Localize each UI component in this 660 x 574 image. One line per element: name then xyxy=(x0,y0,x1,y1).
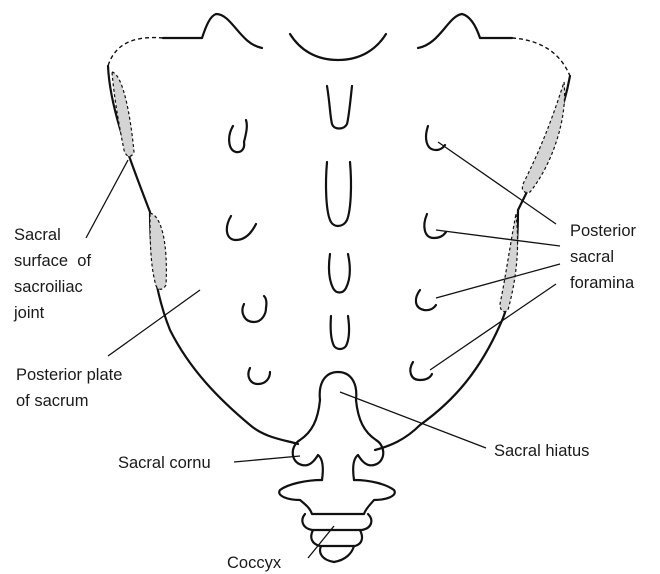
right-foramen-4 xyxy=(410,362,432,380)
coccyx-first-segment xyxy=(279,480,395,514)
label-foramina-line2: sacral xyxy=(570,248,614,266)
label-posterior-plate-line2: of sacrum xyxy=(16,392,88,410)
median-crest-4 xyxy=(331,316,349,349)
right-superior-process xyxy=(418,14,512,48)
left-superior-process xyxy=(163,14,262,48)
left-sacral-foramina xyxy=(227,120,270,384)
right-foramen-2 xyxy=(424,214,446,238)
label-posterior-plate-line1: Posterior plate xyxy=(16,366,122,384)
median-crest-1 xyxy=(327,86,352,129)
sacroiliac-joint-surfaces xyxy=(112,72,565,312)
coccyx-second-segment xyxy=(302,514,371,530)
left-ala-dashed xyxy=(108,38,163,66)
label-sacral-surface-line4: joint xyxy=(13,304,45,322)
right-foramen-3 xyxy=(416,290,436,310)
label-coccyx: Coccyx xyxy=(227,554,282,572)
right-sacral-foramina xyxy=(410,126,446,380)
left-foramen-2 xyxy=(227,216,256,240)
leader-sacral-cornu xyxy=(234,456,300,462)
median-crest-3 xyxy=(329,254,350,293)
leader-posterior-plate xyxy=(108,290,200,356)
label-sacral-cornu: Sacral cornu xyxy=(118,454,211,472)
left-foramen-3 xyxy=(242,296,266,322)
leader-sacral-hiatus xyxy=(340,392,486,448)
right-lateral-border xyxy=(375,76,570,450)
right-sacral-cornu xyxy=(353,400,383,480)
left-sacral-cornu xyxy=(293,400,323,480)
label-foramina-line1: Posterior xyxy=(570,222,637,240)
right-ala-dashed xyxy=(512,38,570,76)
leader-foramina-3 xyxy=(436,264,560,298)
left-foramen-1 xyxy=(229,120,247,152)
left-foramen-4 xyxy=(248,368,270,384)
left-lateral-border xyxy=(108,66,298,444)
leader-sacral-surface xyxy=(86,160,128,238)
sacral-hiatus-cornua xyxy=(293,372,384,480)
superior-articular-center xyxy=(290,34,386,60)
leader-foramina-4 xyxy=(430,284,556,370)
right-joint-surface-upper xyxy=(522,82,564,193)
label-sacral-surface-line1: Sacral xyxy=(14,226,61,244)
right-joint-surface-lower xyxy=(500,214,518,312)
right-foramen-1 xyxy=(426,126,445,150)
median-sacral-crest xyxy=(326,86,352,349)
leader-lines xyxy=(86,142,560,558)
label-foramina-line3: foramina xyxy=(570,274,635,292)
coccyx-third-segment xyxy=(311,530,362,546)
sacrum-outline xyxy=(108,14,570,450)
label-sacral-surface-line2: surface of xyxy=(14,252,91,270)
coccyx-bone xyxy=(279,480,395,562)
coccyx-fourth-segment xyxy=(320,546,354,562)
left-joint-surface-lower xyxy=(150,213,166,289)
median-crest-2 xyxy=(326,162,351,226)
label-sacral-surface-line3: sacroiliac xyxy=(14,278,83,296)
labels: Sacral surface of sacroiliac joint Poste… xyxy=(13,222,637,572)
leader-foramina-2 xyxy=(436,230,560,246)
label-sacral-hiatus: Sacral hiatus xyxy=(494,442,589,460)
